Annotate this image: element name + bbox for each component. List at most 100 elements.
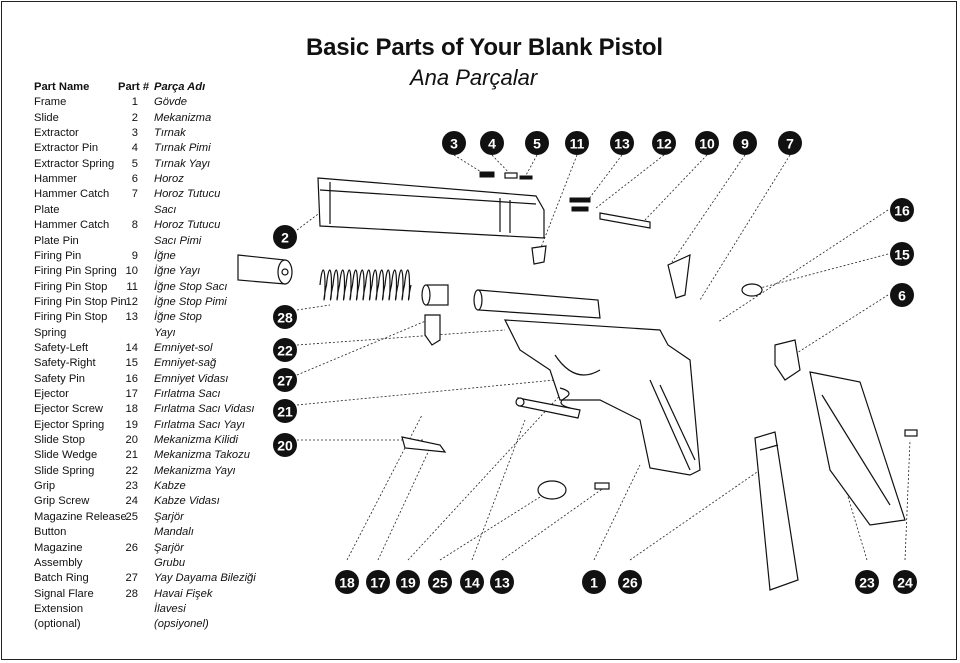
part-name: Safety-Right: [34, 357, 96, 370]
callout-circle: [778, 131, 802, 155]
callout-number: 12: [656, 136, 672, 152]
part-number: 11: [126, 280, 138, 293]
part-number: 9: [131, 249, 138, 262]
turkish-name: Mekanizma: [154, 111, 212, 124]
part-number: 26: [125, 541, 138, 554]
turkish-name: Fırlatma Sacı Vidası: [154, 403, 255, 416]
part-name: Ejector Spring: [34, 418, 105, 431]
callout-number: 3: [450, 136, 458, 152]
callout-number: 11: [570, 136, 585, 152]
callout-number: 25: [432, 575, 448, 591]
small-pins-parts: [479, 171, 651, 265]
callout-bottom-0: 18: [335, 570, 359, 594]
callout-bottom-9: 24: [893, 570, 917, 594]
callout-top-3: 11: [565, 131, 589, 155]
part-number: 28: [125, 587, 138, 600]
magazine-part: [754, 431, 799, 591]
callout-bottom-3: 25: [428, 570, 452, 594]
callout-number: 4: [488, 136, 496, 152]
callout-circle: [618, 570, 642, 594]
callout-circle: [855, 570, 879, 594]
turkish-name: Tırnak Pimi: [154, 142, 211, 155]
callout-circle: [273, 305, 297, 329]
callout-bottom-7: 26: [618, 570, 642, 594]
turkish-name: İğne Yayı: [154, 265, 201, 278]
callout-circle: [273, 399, 297, 423]
part-name: Ejector Screw: [34, 403, 104, 416]
part-name: Frame: [34, 96, 67, 109]
callout-number: 5: [533, 136, 541, 152]
part-name: Extension: [34, 602, 84, 615]
callout-circle: [890, 283, 914, 307]
turkish-name: Havai Fişek: [154, 587, 213, 600]
callout-circle: [273, 225, 297, 249]
callout-number: 27: [277, 373, 293, 389]
part-number: 16: [125, 372, 138, 385]
callout-bottom-2: 19: [396, 570, 420, 594]
part-number: 23: [125, 480, 138, 493]
turkish-name: İğne Stop: [154, 311, 202, 324]
part-name: Magazine: [34, 541, 83, 554]
callout-left-1: 28: [273, 305, 297, 329]
part-number: 5: [131, 157, 138, 170]
turkish-name: Mekanizma Kilidi: [154, 434, 238, 447]
callout-circle: [525, 131, 549, 155]
turkish-name: Mandalı: [154, 526, 194, 539]
part-name: Slide Stop: [34, 434, 85, 447]
part-name: Grip: [34, 480, 56, 493]
turkish-name: Emniyet-sol: [154, 341, 213, 354]
callout-circle: [396, 570, 420, 594]
callout-number: 28: [277, 310, 293, 326]
turkish-name: Tırnak Yayı: [154, 157, 211, 170]
turkish-name: Horoz Tutucu: [154, 188, 221, 201]
callout-circle: [335, 570, 359, 594]
turkish-name: Gövde: [154, 96, 187, 109]
magazine-release-part: [537, 429, 918, 500]
callout-circle: [428, 570, 452, 594]
callout-number: 7: [786, 136, 794, 152]
part-name: Plate Pin: [34, 234, 79, 247]
part-name: Hammer Catch: [34, 219, 110, 232]
turkish-name: İlavesi: [154, 602, 186, 615]
part-number: 24: [125, 495, 138, 508]
callout-left-0: 2: [273, 225, 297, 249]
callout-number: 14: [464, 575, 480, 591]
part-number: 27: [125, 572, 138, 585]
callout-top-4: 13: [610, 131, 634, 155]
part-name: Safety Pin: [34, 372, 85, 385]
page-subtitle: Ana Parçalar: [410, 65, 538, 90]
part-name: Hammer Catch: [34, 188, 110, 201]
callout-bottom-1: 17: [366, 570, 390, 594]
callout-circle: [582, 570, 606, 594]
part-number: 8: [131, 219, 138, 232]
turkish-name: Yayı: [154, 326, 176, 339]
callout-circle: [652, 131, 676, 155]
part-name: Firing Pin: [34, 249, 82, 262]
callout-number: 19: [400, 575, 416, 591]
callout-left-3: 27: [273, 368, 297, 392]
callout-number: 1: [590, 575, 598, 591]
turkish-name: Fırlatma Sacı Yayı: [154, 418, 245, 431]
callout-bottom-4: 14: [460, 570, 484, 594]
turkish-name: Şarjör: [154, 510, 184, 523]
callout-number: 10: [699, 136, 715, 152]
part-name: Extractor Spring: [34, 157, 115, 170]
callout-top-7: 9: [733, 131, 757, 155]
callout-top-1: 4: [480, 131, 504, 155]
callout-circle: [893, 570, 917, 594]
part-number: 1: [131, 96, 138, 109]
part-name: Safety-Left: [34, 341, 89, 354]
callout-number: 16: [894, 203, 910, 219]
part-number: 15: [125, 357, 138, 370]
turkish-name: Horoz Tutucu: [154, 219, 221, 232]
callout-left-4: 21: [273, 399, 297, 423]
part-number: 10: [125, 265, 138, 278]
callout-number: 6: [898, 288, 906, 304]
callout-circle: [565, 131, 589, 155]
callout-bottom-6: 1: [582, 570, 606, 594]
part-name: Firing Pin Stop Pin: [34, 295, 127, 308]
callout-circle: [442, 131, 466, 155]
part-number: 4: [131, 142, 138, 155]
part-name: Firing Pin Stop: [34, 311, 108, 324]
